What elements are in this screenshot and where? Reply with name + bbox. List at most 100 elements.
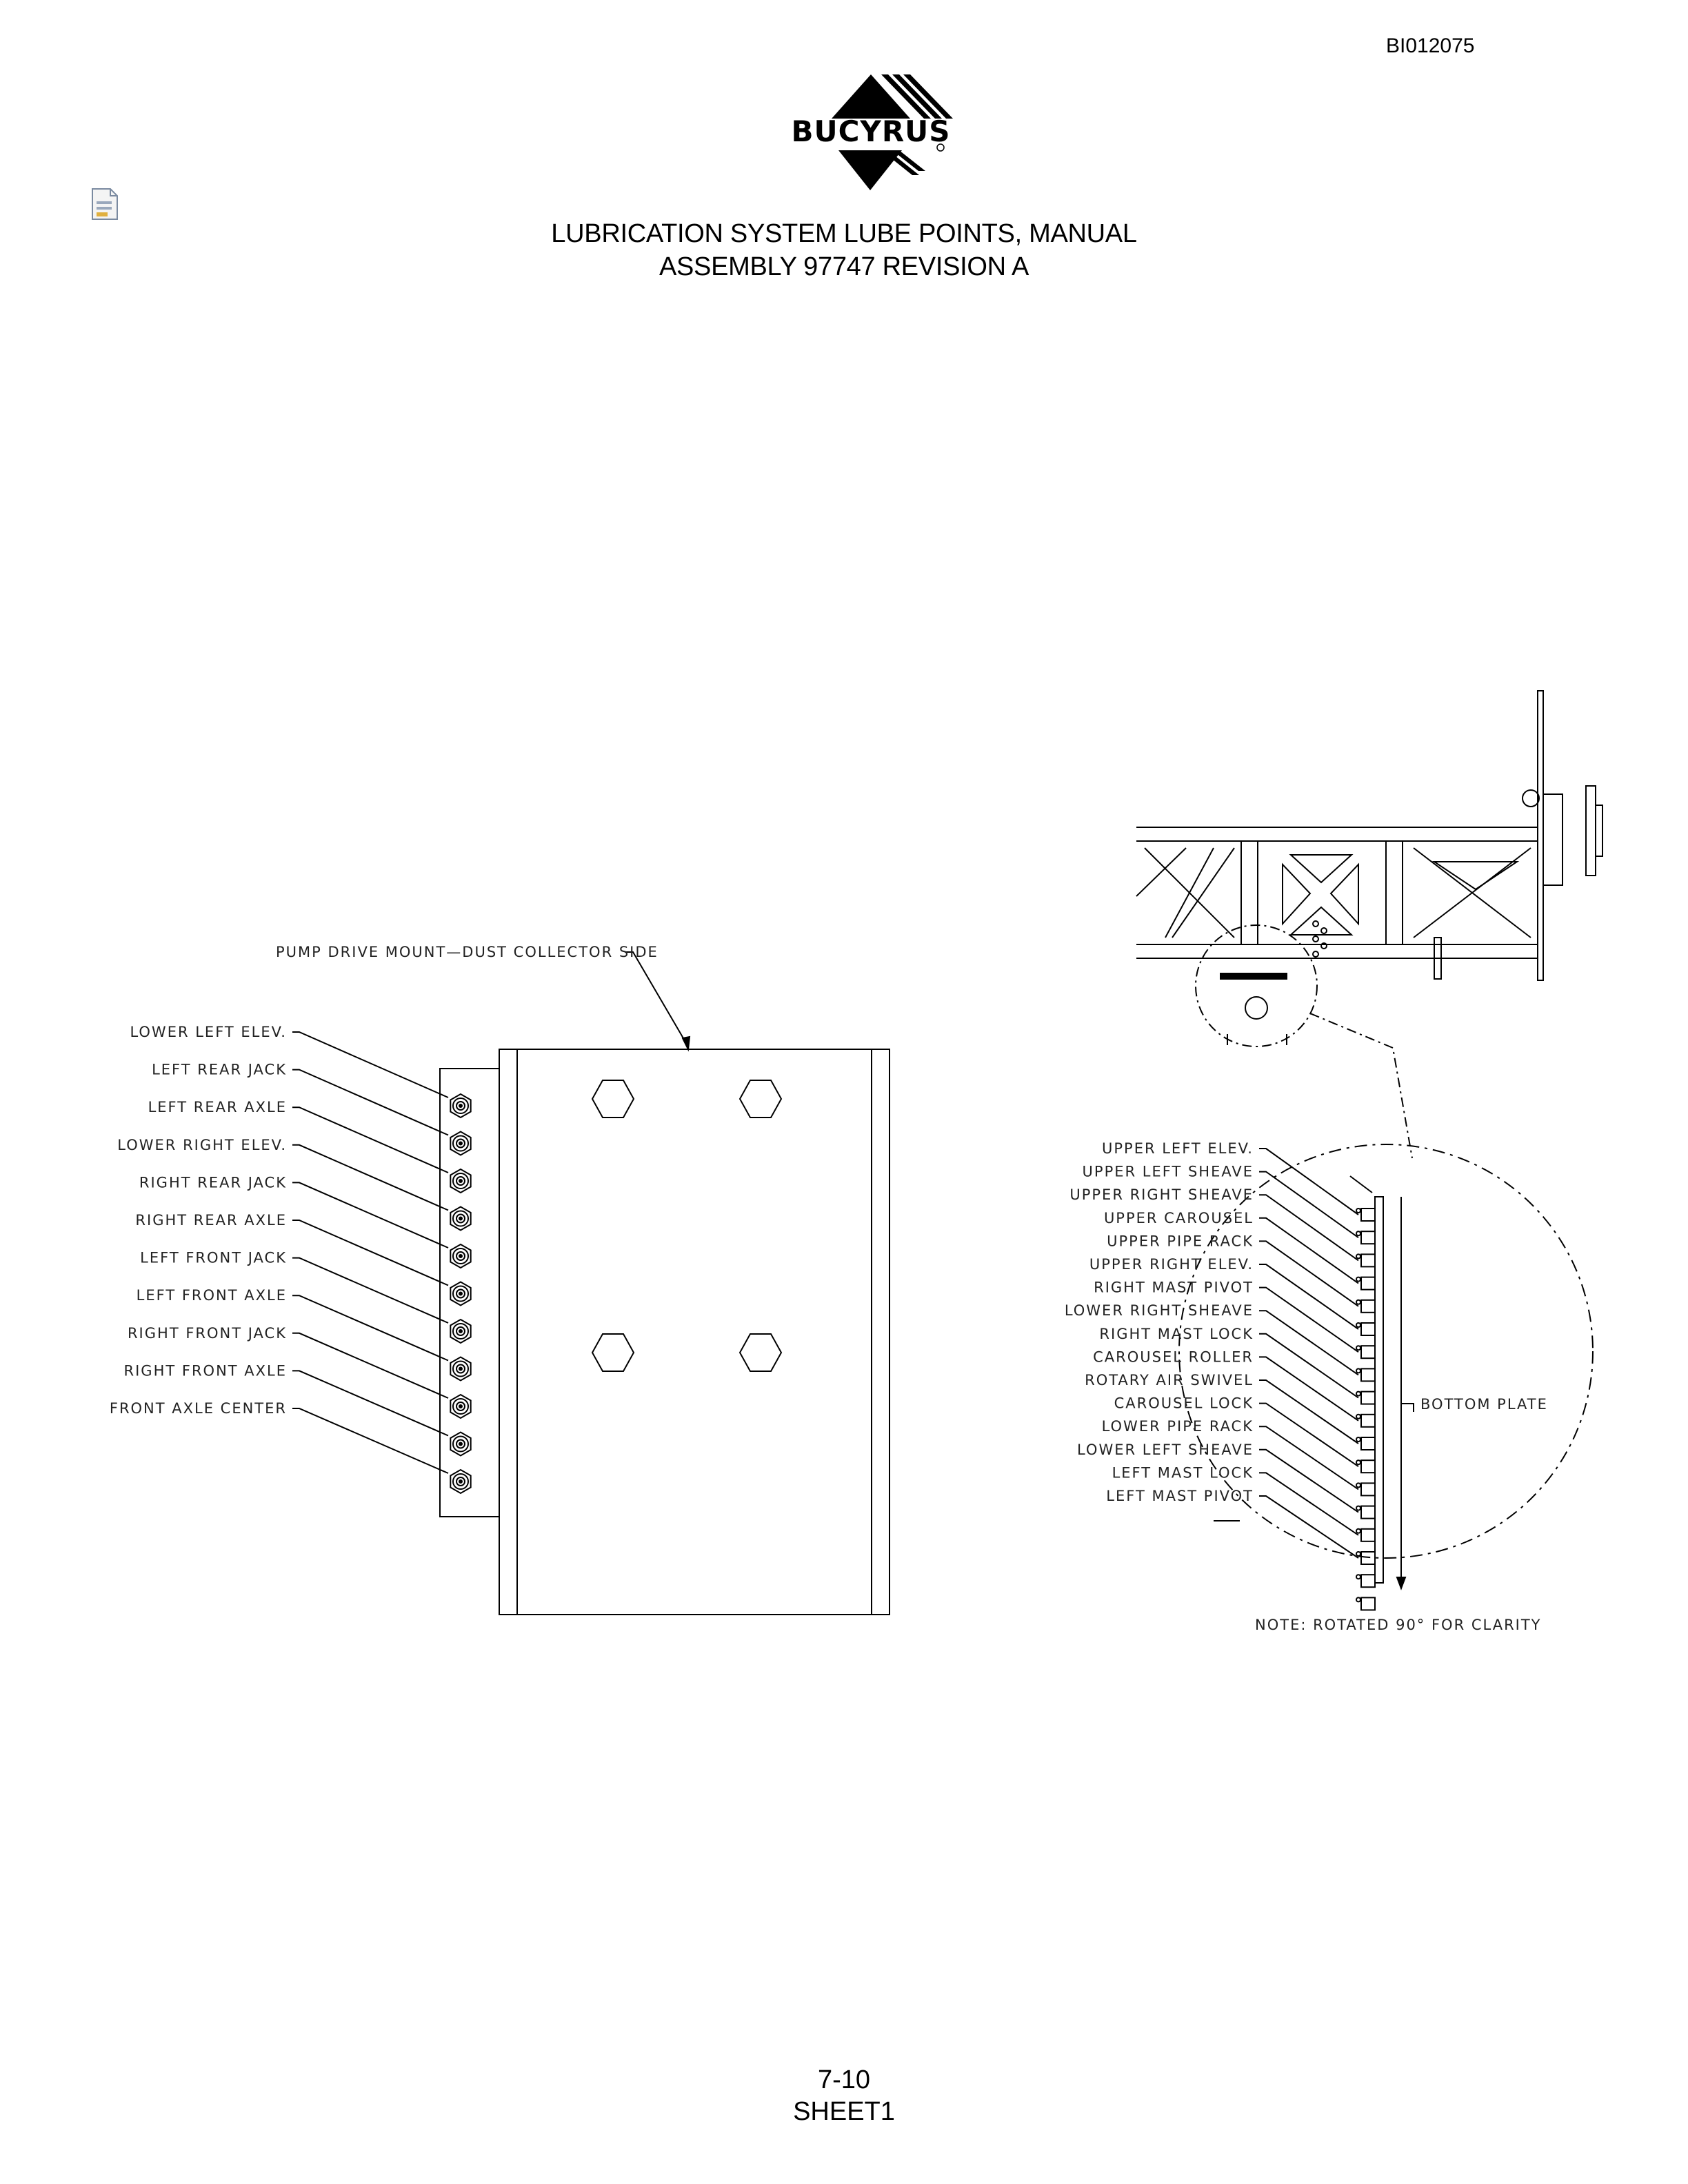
leader-line bbox=[292, 1182, 449, 1248]
lube-point-label: CAROUSEL LOCK bbox=[1114, 1395, 1254, 1412]
fitting-ring bbox=[452, 1323, 469, 1339]
leader-line bbox=[292, 1220, 449, 1286]
fitting-ring bbox=[452, 1473, 469, 1490]
lube-point-label: UPPER PIPE RACK bbox=[1107, 1233, 1254, 1249]
fitting-nipple bbox=[459, 1141, 463, 1146]
fitting-ring bbox=[452, 1435, 469, 1453]
leader-line bbox=[292, 1370, 449, 1437]
leader-line bbox=[1259, 1402, 1359, 1468]
fitting-nipple bbox=[1356, 1253, 1361, 1260]
fitting-nipple bbox=[1356, 1231, 1361, 1237]
fitting-ring bbox=[456, 1402, 465, 1411]
leader-line bbox=[1259, 1333, 1359, 1399]
lube-point-label: RIGHT FRONT AXLE bbox=[124, 1362, 287, 1379]
fitting-ring bbox=[452, 1210, 469, 1227]
document-icon[interactable] bbox=[90, 188, 120, 221]
bucyrus-logo: BUCYRUS bbox=[791, 74, 953, 190]
grease-fitting bbox=[1360, 1574, 1376, 1588]
grease-fitting bbox=[450, 1281, 472, 1306]
grease-fitting bbox=[450, 1093, 472, 1119]
leader-line bbox=[1259, 1217, 1359, 1284]
fitting-ring bbox=[456, 1326, 465, 1336]
page-footer: 7-10 SHEET1 bbox=[0, 2064, 1688, 2127]
mast-view bbox=[1136, 690, 1603, 1611]
fitting-ring bbox=[456, 1251, 465, 1261]
fitting-ring bbox=[456, 1138, 465, 1149]
grease-fitting bbox=[1360, 1413, 1376, 1428]
lube-point-label: RIGHT FRONT JACK bbox=[128, 1325, 287, 1342]
lube-point-label: LEFT FRONT AXLE bbox=[137, 1287, 287, 1304]
lube-point-label: RIGHT REAR JACK bbox=[139, 1174, 287, 1191]
page-title: LUBRICATION SYSTEM LUBE POINTS, MANUAL A… bbox=[0, 217, 1688, 283]
hex-bolt bbox=[591, 1080, 635, 1118]
lube-point-label: RIGHT MAST LOCK bbox=[1099, 1326, 1254, 1342]
lube-point-label: LOWER LEFT SHEAVE bbox=[1077, 1442, 1254, 1458]
hex-bolt bbox=[591, 1333, 635, 1372]
grease-fitting bbox=[450, 1206, 472, 1231]
leader-line bbox=[1259, 1356, 1359, 1422]
fitting-ring bbox=[452, 1135, 469, 1152]
fitting-ring bbox=[452, 1098, 469, 1114]
grease-fitting bbox=[450, 1168, 472, 1194]
grease-fitting bbox=[1360, 1276, 1376, 1291]
fitting-ring bbox=[456, 1439, 465, 1449]
leader-line bbox=[1259, 1426, 1359, 1490]
grease-fitting bbox=[450, 1393, 472, 1419]
lube-point-label: LEFT REAR AXLE bbox=[148, 1099, 287, 1115]
leader-line bbox=[1259, 1194, 1359, 1262]
lube-manifold-block bbox=[439, 1068, 500, 1517]
fitting-nipple bbox=[459, 1404, 463, 1408]
title-line-1: LUBRICATION SYSTEM LUBE POINTS, MANUAL bbox=[551, 219, 1137, 248]
fitting-nipple bbox=[1356, 1413, 1361, 1419]
grease-fitting bbox=[1360, 1253, 1376, 1268]
grease-fitting bbox=[450, 1356, 472, 1382]
document-id: BI012075 bbox=[1386, 34, 1475, 57]
title-line-2: ASSEMBLY 97747 REVISION A bbox=[659, 252, 1029, 281]
lube-point-label: UPPER RIGHT ELEV. bbox=[1089, 1256, 1254, 1273]
grease-fitting bbox=[1360, 1551, 1376, 1565]
leader-line bbox=[1259, 1448, 1359, 1513]
fitting-nipple bbox=[459, 1442, 463, 1446]
fitting-nipple bbox=[459, 1329, 463, 1333]
leader-line bbox=[1259, 1495, 1359, 1559]
fitting-nipple bbox=[1356, 1345, 1361, 1351]
leader-line bbox=[1259, 1148, 1359, 1215]
fitting-ring bbox=[452, 1173, 469, 1189]
leader-line bbox=[292, 1144, 449, 1211]
pump-drive-mount-view bbox=[292, 951, 890, 1615]
lube-point-label: LEFT REAR JACK bbox=[152, 1062, 287, 1078]
fitting-ring bbox=[456, 1288, 465, 1299]
fitting-ring bbox=[456, 1364, 465, 1374]
hex-bolt bbox=[738, 1080, 783, 1118]
grease-fitting bbox=[450, 1318, 472, 1344]
grease-fitting bbox=[1360, 1391, 1376, 1405]
lube-point-label: LOWER RIGHT ELEV. bbox=[117, 1137, 287, 1153]
lube-point-label: FRONT AXLE CENTER bbox=[110, 1400, 287, 1417]
fitting-nipple bbox=[1356, 1299, 1361, 1305]
grease-fitting bbox=[1360, 1437, 1376, 1450]
fitting-ring bbox=[456, 1213, 465, 1224]
grease-fitting bbox=[1360, 1482, 1376, 1497]
grease-fitting bbox=[1360, 1368, 1376, 1382]
fitting-nipple bbox=[459, 1254, 463, 1258]
lube-point-label: LOWER PIPE RACK bbox=[1102, 1418, 1254, 1435]
fitting-nipple bbox=[1356, 1459, 1361, 1466]
leader-line bbox=[1259, 1286, 1359, 1353]
fitting-nipple bbox=[1356, 1368, 1361, 1374]
fitting-nipple bbox=[459, 1479, 463, 1484]
grease-fitting bbox=[1360, 1322, 1376, 1336]
fitting-nipple bbox=[1356, 1322, 1361, 1328]
grease-fitting bbox=[1360, 1299, 1376, 1313]
lube-point-label: UPPER LEFT SHEAVE bbox=[1083, 1164, 1254, 1180]
leader-line bbox=[292, 1408, 449, 1474]
fitting-nipple bbox=[1356, 1208, 1361, 1213]
fitting-nipple bbox=[1356, 1482, 1361, 1488]
leader-line bbox=[1259, 1310, 1359, 1376]
leader-line bbox=[292, 1031, 449, 1098]
lube-point-label: LEFT FRONT JACK bbox=[140, 1250, 287, 1266]
leader-line bbox=[1259, 1264, 1359, 1330]
lube-point-label: UPPER RIGHT SHEAVE bbox=[1069, 1186, 1254, 1203]
mount-plate bbox=[499, 1049, 890, 1615]
fitting-nipple bbox=[1356, 1391, 1361, 1397]
